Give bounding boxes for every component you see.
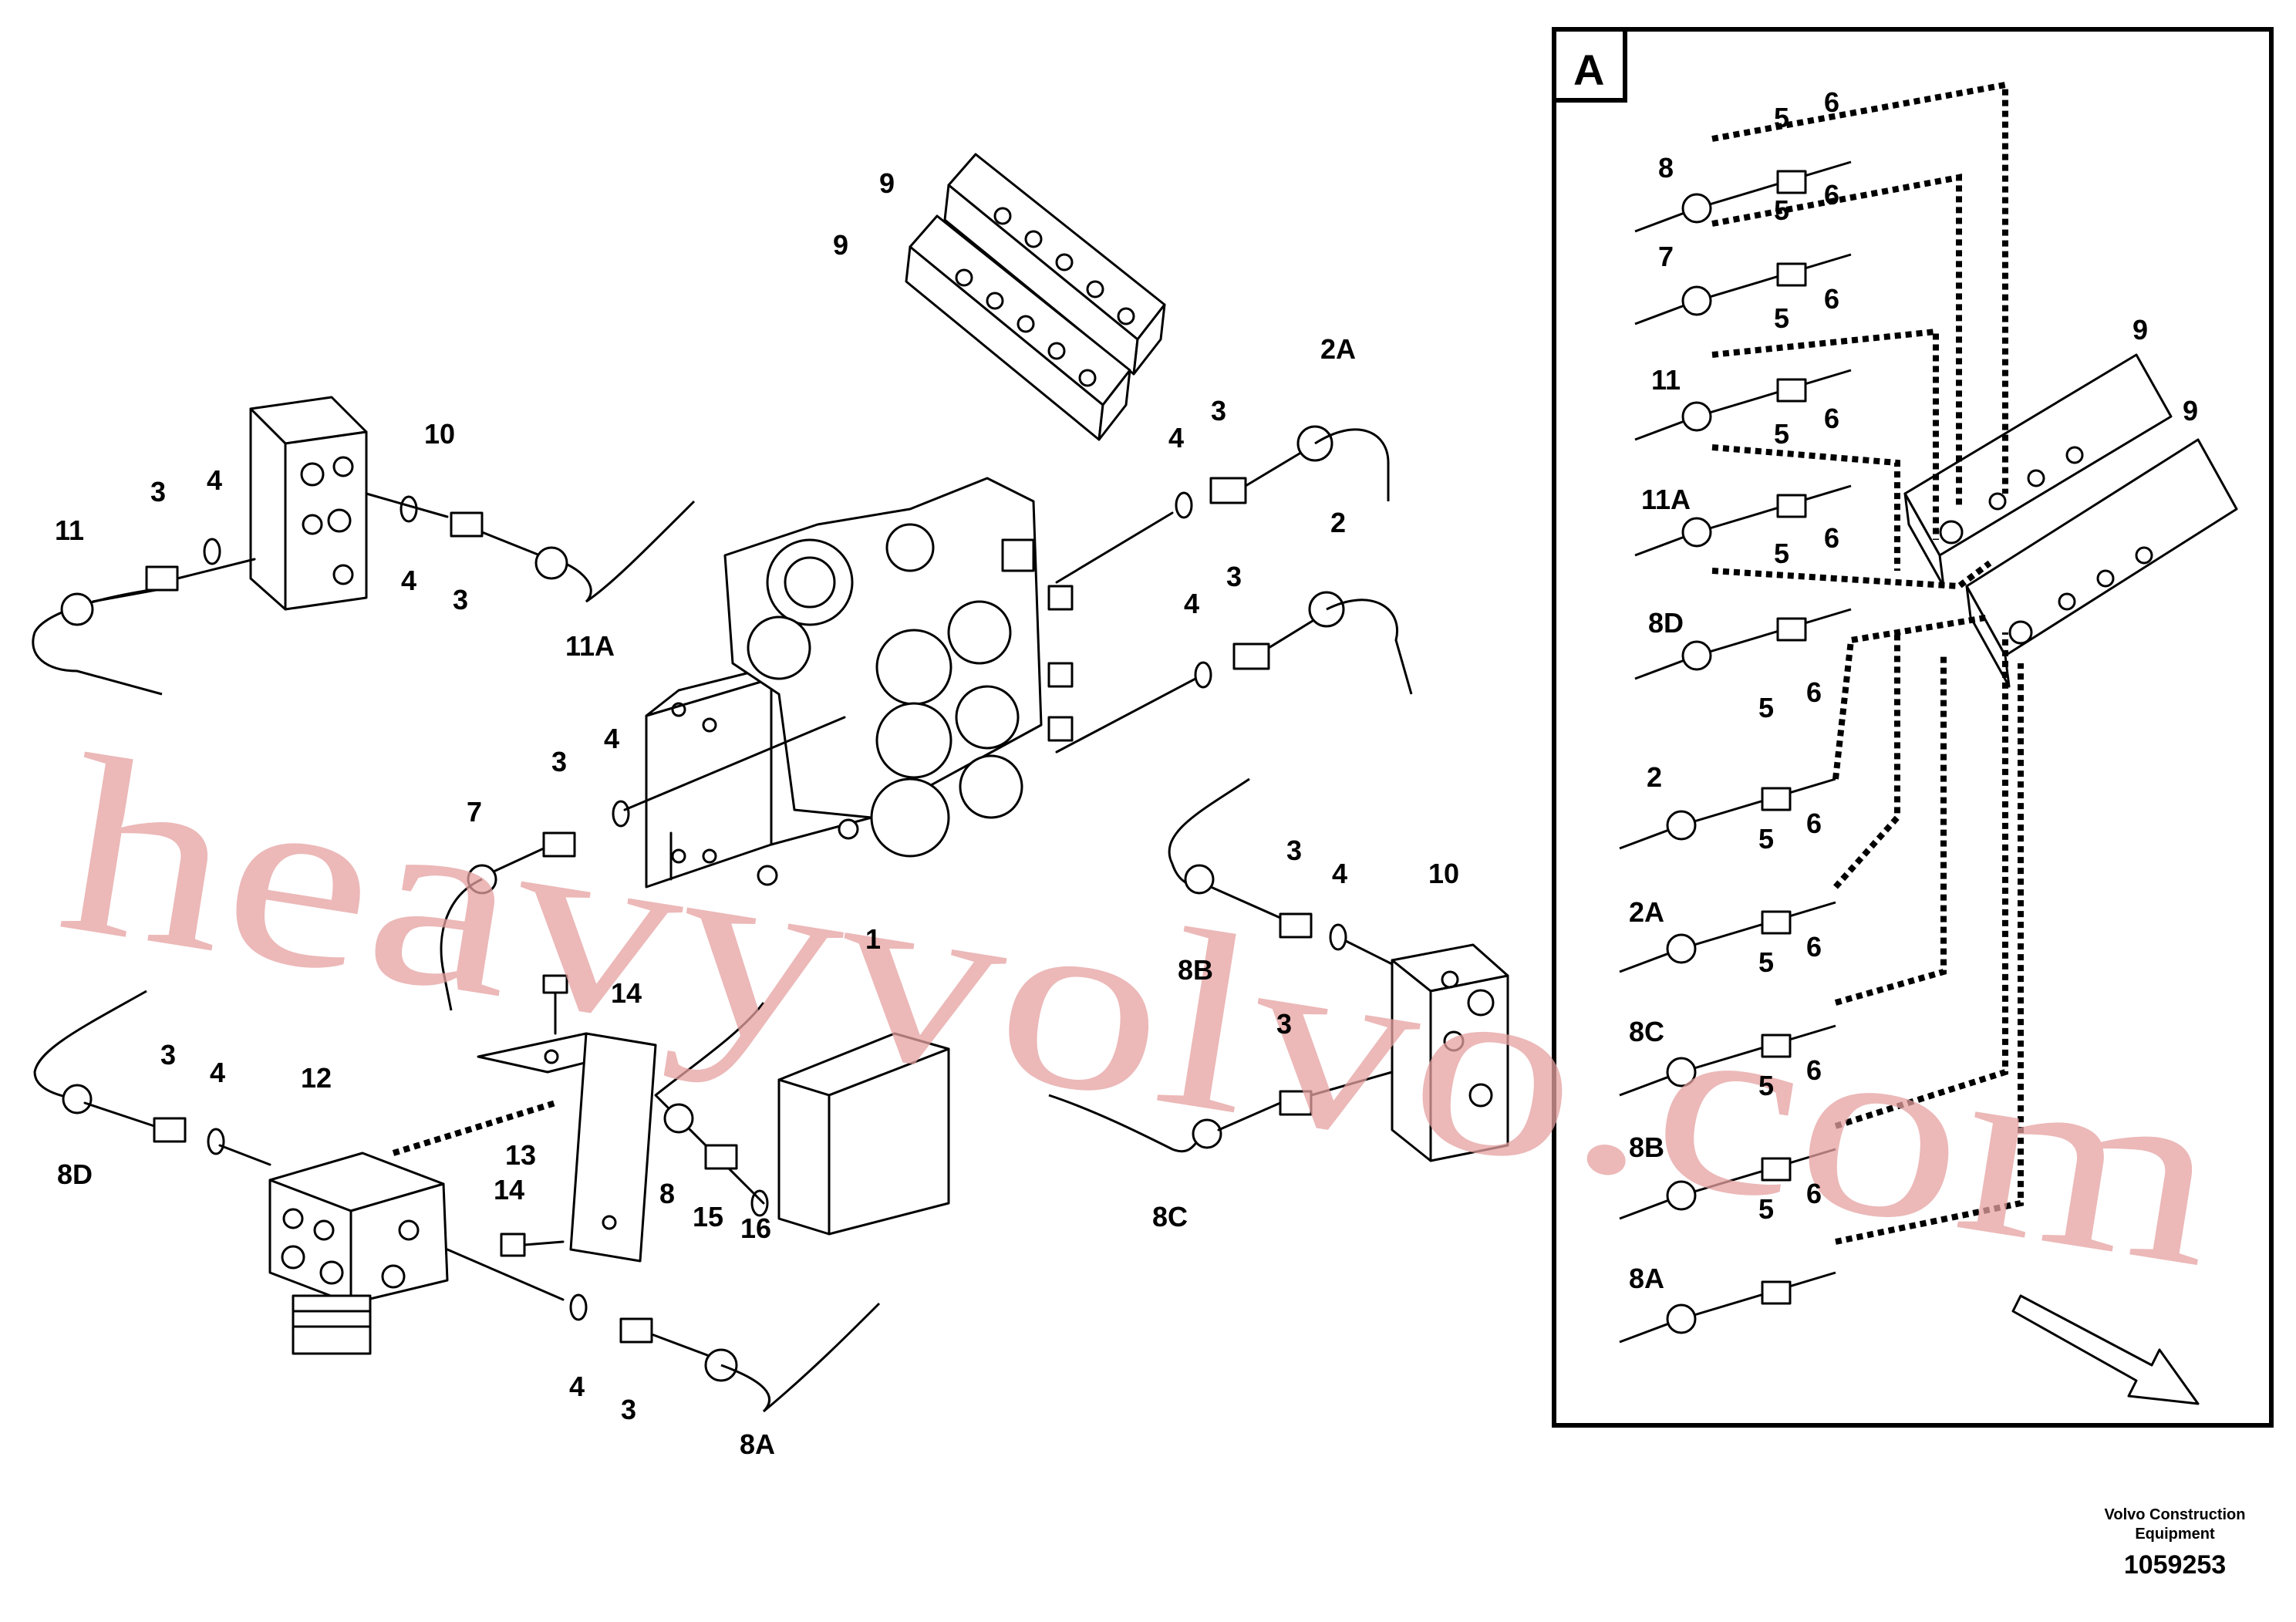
main-callout-6: 4 <box>401 565 416 596</box>
brand-line-2: Equipment <box>2135 1526 2215 1543</box>
hose-lines <box>32 425 1413 1413</box>
main-callout-3: 11 <box>55 514 84 546</box>
main-callout-32: 15 <box>693 1201 723 1233</box>
detail-callout-29: 6 <box>1806 1178 1822 1209</box>
detail-callout-14: 6 <box>1824 522 1839 554</box>
detail-callout-11: 6 <box>1824 403 1839 434</box>
detail-callout-27: 8A <box>1629 1263 1664 1294</box>
detail-view-a: A <box>1552 27 2274 1428</box>
main-callout-17: 7 <box>467 796 482 828</box>
detail-view-letter: A <box>1573 46 1604 94</box>
detail-callout-16: 5 <box>1758 692 1774 723</box>
detail-callout-6: 11 <box>1651 364 1681 396</box>
detail-callout-15: 2 <box>1647 761 1662 793</box>
main-callout-7: 3 <box>453 584 468 615</box>
bracket-13 <box>477 1032 657 1263</box>
main-callout-9: 2A <box>1320 333 1356 365</box>
main-callout-12: 2 <box>1330 507 1346 538</box>
detail-callout-17: 6 <box>1806 676 1822 708</box>
main-callout-22: 10 <box>1428 858 1459 889</box>
main-callout-8: 11A <box>565 630 615 662</box>
main-callout-11: 3 <box>1211 395 1226 427</box>
detail-callout-12: 8D <box>1648 607 1684 639</box>
direction-arrow <box>2011 1294 2200 1405</box>
detail-callout-21: 8C <box>1629 1016 1664 1047</box>
junction-block-10-upper <box>249 396 368 611</box>
detail-callout-25: 5 <box>1758 1070 1774 1101</box>
main-callout-33: 16 <box>740 1212 771 1244</box>
cover-box <box>777 1032 950 1236</box>
main-callout-14: 3 <box>1226 561 1242 592</box>
detail-callout-20: 6 <box>1806 808 1822 839</box>
main-callout-21: 4 <box>1332 858 1347 889</box>
detail-callout-18: 2A <box>1629 896 1664 928</box>
main-callout-30: 13 <box>505 1139 536 1171</box>
main-callout-15: 4 <box>604 723 619 754</box>
detail-callout-4: 5 <box>1774 194 1789 226</box>
main-callout-37: 8A <box>740 1428 775 1460</box>
main-callout-36: 3 <box>621 1394 636 1425</box>
main-callout-18: 1 <box>865 923 881 955</box>
main-callout-10: 4 <box>1168 422 1184 454</box>
main-callout-27: 3 <box>160 1039 176 1071</box>
control-valve-body <box>645 477 1074 889</box>
detail-callout-13: 5 <box>1774 538 1789 569</box>
main-callout-34: 14 <box>494 1174 524 1206</box>
detail-callout-8: 6 <box>1824 283 1839 315</box>
detail-callout-19: 5 <box>1758 823 1774 855</box>
detail-hose-rows <box>1619 160 1852 1344</box>
main-callout-25: 8C <box>1152 1201 1188 1233</box>
detail-callout-1: 5 <box>1774 102 1789 133</box>
main-callout-23: 8B <box>1178 954 1213 986</box>
detail-callout-10: 5 <box>1774 418 1789 450</box>
detail-callout-31: 9 <box>2183 395 2198 427</box>
detail-callout-2: 6 <box>1824 86 1839 118</box>
detail-callout-3: 7 <box>1658 241 1674 272</box>
main-callout-5: 4 <box>207 464 222 496</box>
main-callout-13: 4 <box>1184 588 1199 619</box>
document-number: 1059253 <box>2124 1550 2226 1580</box>
detail-callout-9: 11A <box>1641 484 1691 515</box>
detail-callout-28: 5 <box>1758 1193 1774 1225</box>
junction-block-10-right <box>1391 943 1509 1162</box>
main-callout-19: 14 <box>611 977 642 1009</box>
manifold-block-9-lower <box>905 214 1131 441</box>
main-callout-24: 3 <box>1276 1008 1292 1040</box>
main-callout-2: 10 <box>424 418 455 450</box>
main-callout-20: 3 <box>1286 835 1302 866</box>
solenoid-valve-12 <box>268 1152 449 1355</box>
main-callout-29: 8D <box>57 1158 93 1190</box>
detail-callout-7: 5 <box>1774 302 1789 334</box>
detail-callout-5: 6 <box>1824 179 1839 211</box>
detail-callout-0: 8 <box>1658 152 1674 184</box>
detail-callout-22: 5 <box>1758 946 1774 978</box>
main-callout-4: 3 <box>150 476 166 508</box>
main-callout-1: 9 <box>833 229 848 261</box>
detail-callout-30: 9 <box>2132 314 2148 346</box>
main-callout-35: 4 <box>569 1371 585 1402</box>
detail-callout-26: 6 <box>1806 1054 1822 1086</box>
detail-callout-23: 6 <box>1806 931 1822 963</box>
main-callout-26: 12 <box>301 1062 332 1094</box>
main-callout-0: 9 <box>879 167 895 199</box>
manifold-block-9-upper <box>943 153 1166 376</box>
detail-callout-24: 8B <box>1629 1131 1664 1163</box>
main-callout-28: 4 <box>210 1057 225 1088</box>
brand-line-1: Volvo Construction <box>2105 1506 2246 1523</box>
main-callout-31: 8 <box>659 1178 675 1209</box>
main-callout-16: 3 <box>551 746 567 777</box>
